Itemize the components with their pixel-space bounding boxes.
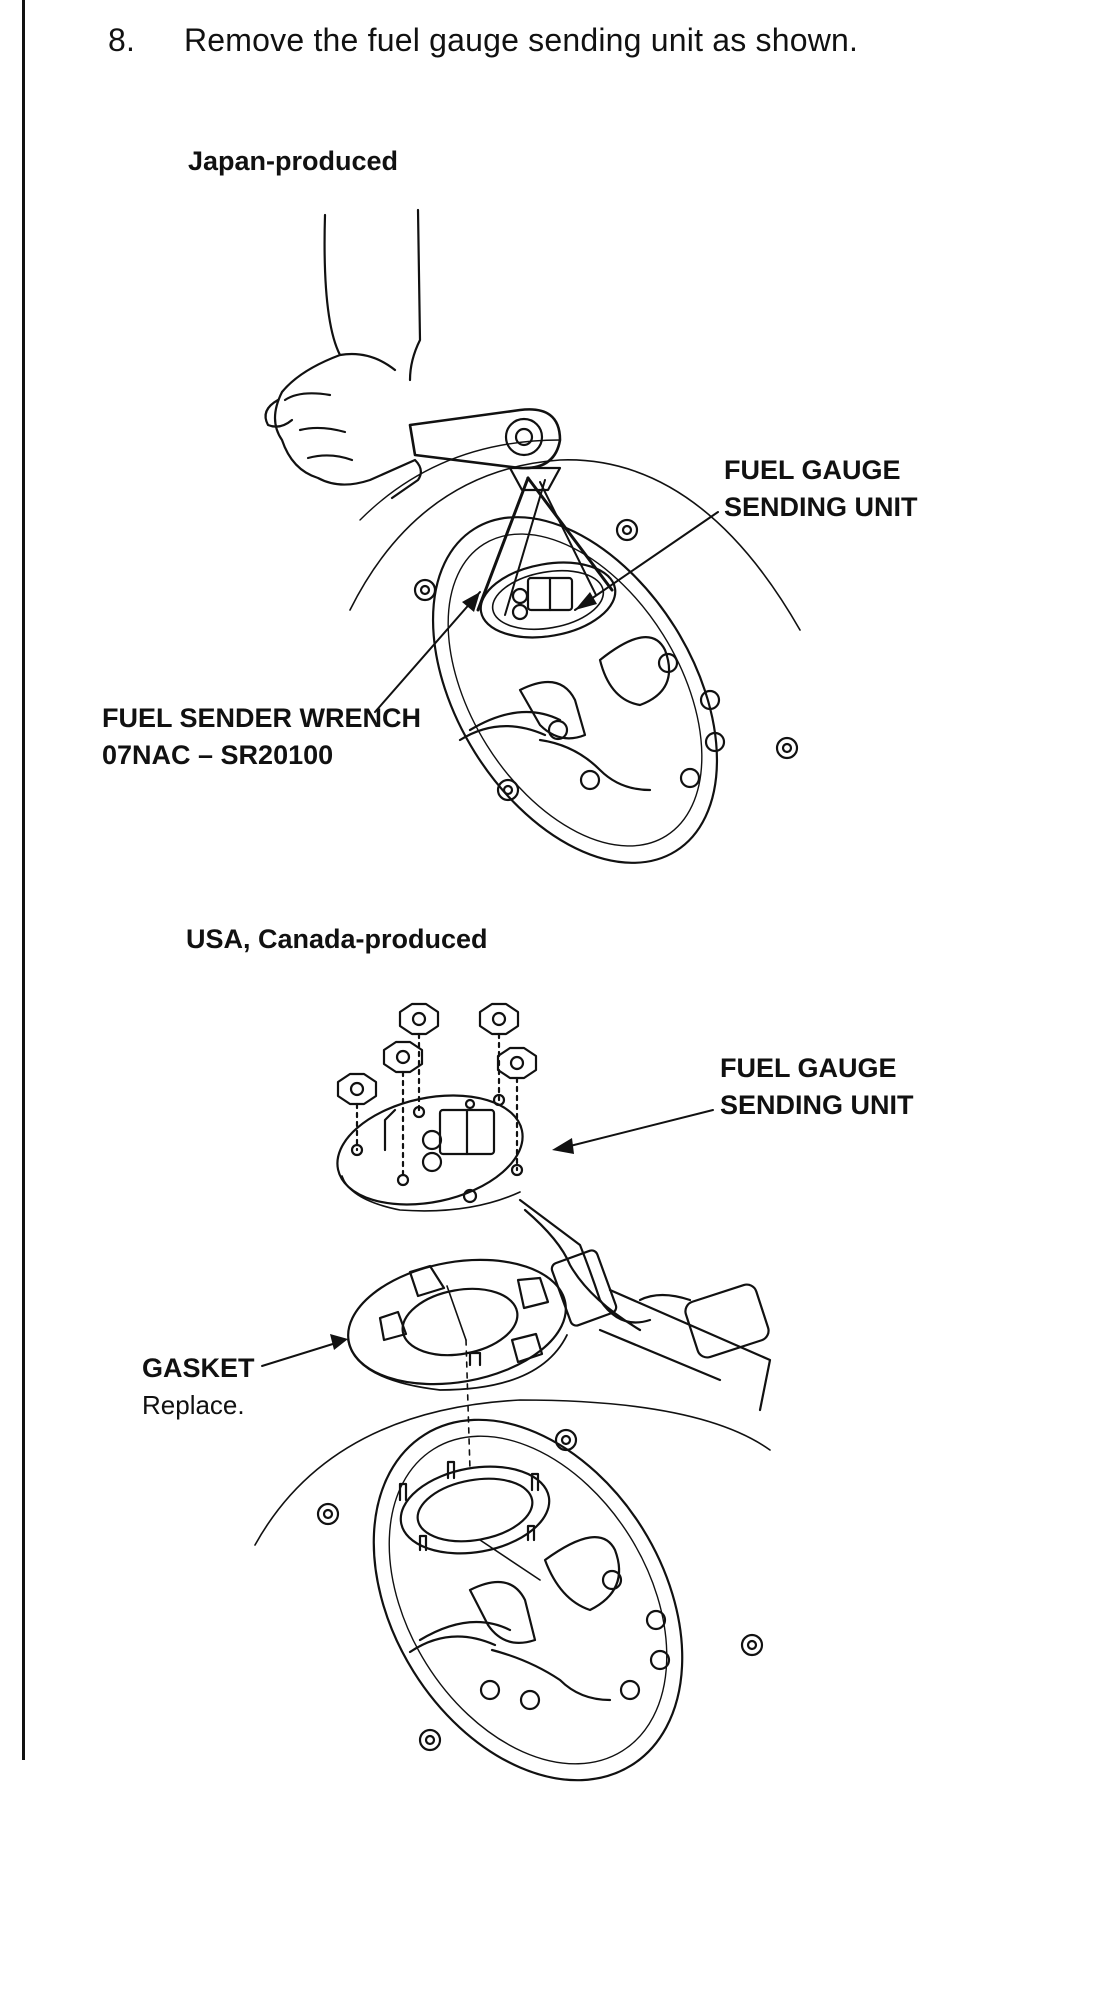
usa-canada-heading: USA, Canada-produced <box>186 924 488 954</box>
gasket-replace-note: Replace. <box>142 1390 245 1420</box>
gasket-label: GASKET <box>142 1353 255 1383</box>
step-number: 8. <box>108 22 136 58</box>
fuel-sender-wrench-part-number: 07NAC – SR20100 <box>102 740 334 770</box>
japan-sending-unit-label-line2: SENDING UNIT <box>724 492 918 522</box>
usa-sending-unit-label-line2: SENDING UNIT <box>720 1090 914 1120</box>
japan-heading: Japan-produced <box>188 146 399 176</box>
left-margin-rule <box>22 0 25 1760</box>
usa-sending-unit-callout: FUEL GAUGE SENDING UNIT <box>720 1050 914 1124</box>
japan-sending-unit-callout: FUEL GAUGE SENDING UNIT <box>724 452 918 526</box>
fuel-sender-wrench-callout: FUEL SENDER WRENCH 07NAC – SR20100 <box>102 700 421 774</box>
step-instruction: 8. Remove the fuel gauge sending unit as … <box>108 22 858 59</box>
fuel-sender-wrench-label: FUEL SENDER WRENCH <box>102 703 422 733</box>
step-text: Remove the fuel gauge sending unit as sh… <box>184 22 859 58</box>
japan-sending-unit-label-line1: FUEL GAUGE <box>724 455 901 485</box>
usa-sending-unit-label-line1: FUEL GAUGE <box>720 1053 897 1083</box>
